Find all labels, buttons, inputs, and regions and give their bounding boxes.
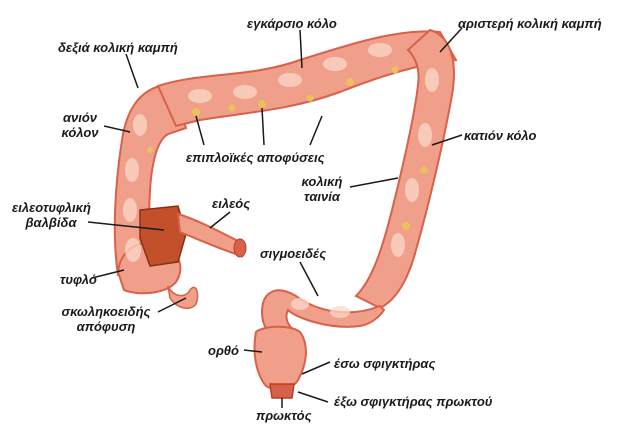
label-anus: πρωκτός (256, 408, 312, 423)
ileum-shape (178, 214, 242, 256)
leader-external-sphincter (298, 392, 328, 402)
label-taenia-coli: κολική ταινία (296, 174, 348, 204)
label-appendix-line2: απόφυση (56, 319, 156, 334)
transverse-colon (158, 31, 456, 126)
rectum-shape (254, 327, 305, 390)
leader-ileum (210, 212, 230, 228)
label-sigmoid: σιγμοειδές (260, 246, 326, 261)
label-ileum: ειλεός (212, 196, 250, 211)
leader-epiploic-2 (262, 108, 264, 145)
leader-internal-sphincter (302, 362, 330, 374)
label-taenia-coli-line1: κολική (296, 174, 348, 189)
label-ascending-colon-line1: ανιόν (56, 110, 104, 125)
leader-right-flexure (126, 54, 138, 88)
label-epiploic-appendices: επιπλοϊκές αποφύσεις (186, 150, 325, 165)
label-external-sphincter: έξω σφιγκτήρας πρωκτού (334, 394, 493, 409)
anal-canal (270, 384, 294, 398)
ileum-opening (234, 239, 246, 257)
leader-taenia (350, 178, 398, 187)
leader-sigmoid (300, 262, 318, 296)
label-left-colic-flexure: αριστερή κολική καμπή (458, 16, 602, 31)
label-ascending-colon: ανιόν κόλον (56, 110, 104, 140)
label-ileocecal-valve: ειλεοτυφλική βαλβίδα (12, 200, 90, 230)
label-transverse-colon: εγκάρσιο κόλο (247, 16, 337, 31)
label-cecum: τυφλό (60, 272, 97, 287)
label-descending-colon: κατιόν κόλο (464, 128, 536, 143)
label-ileocecal-valve-line2: βαλβίδα (12, 215, 90, 230)
label-appendix-line1: σκωληκοειδής (56, 304, 156, 319)
label-ileocecal-valve-line1: ειλεοτυφλική (12, 200, 90, 215)
label-right-colic-flexure: δεξιά κολική καμπή (58, 40, 178, 55)
label-ascending-colon-line2: κόλον (56, 125, 104, 140)
label-taenia-coli-line2: ταινία (296, 189, 348, 204)
label-internal-sphincter: έσω σφιγκτήρας (334, 356, 435, 371)
leader-epiploic-3 (310, 116, 322, 145)
label-appendix: σκωληκοειδής απόφυση (56, 304, 156, 334)
label-rectum: ορθό (208, 343, 239, 358)
